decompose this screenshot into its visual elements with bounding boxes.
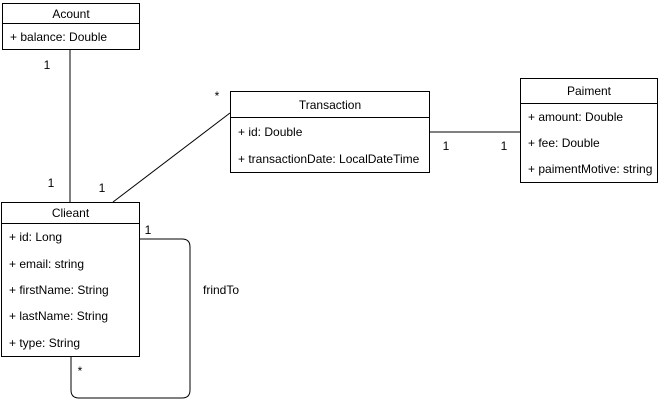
class-paiment-title: Paiment bbox=[521, 79, 657, 104]
class-clieant-attribute: + firstName: String bbox=[9, 283, 109, 298]
class-transaction-attribute: + transactionDate: LocalDateTime bbox=[238, 151, 420, 166]
class-paiment-attributes: + amount: Double + fee: Double + paiment… bbox=[521, 104, 657, 182]
association-clieant-self-frindto-line[interactable] bbox=[70, 238, 191, 399]
class-clieant-attribute: + lastName: String bbox=[9, 309, 109, 324]
multiplicity-transaction-paiment-source: 1 bbox=[441, 139, 451, 153]
class-acount-attributes: + balance: Double bbox=[3, 24, 139, 49]
class-paiment-attribute: + paimentMotive: string bbox=[528, 162, 653, 176]
class-paiment-attribute: + fee: Double bbox=[528, 136, 600, 150]
class-clieant-attributes: + id: Long + email: string + firstName: … bbox=[2, 224, 139, 356]
class-acount-attribute: + balance: Double bbox=[10, 29, 108, 44]
multiplicity-clieant-transaction-target: * bbox=[213, 89, 221, 103]
class-acount-title: Acount bbox=[3, 4, 139, 24]
class-transaction-attribute: + id: Double bbox=[238, 124, 303, 139]
class-paiment[interactable]: Paiment + amount: Double + fee: Double +… bbox=[520, 78, 658, 183]
class-transaction-attributes: + id: Double + transactionDate: LocalDat… bbox=[231, 118, 429, 172]
class-clieant-attribute: + email: string bbox=[9, 256, 85, 271]
class-acount[interactable]: Acount + balance: Double bbox=[2, 3, 140, 50]
multiplicity-frindto-source: 1 bbox=[143, 223, 153, 237]
multiplicity-acount-end: 1 bbox=[42, 58, 52, 72]
class-clieant[interactable]: Clieant + id: Long + email: string + fir… bbox=[1, 202, 140, 357]
association-label-frindto: frindTo bbox=[201, 283, 241, 297]
class-transaction[interactable]: Transaction + id: Double + transactionDa… bbox=[230, 91, 430, 173]
class-clieant-attribute: + type: String bbox=[9, 335, 81, 350]
multiplicity-clieant-end: 1 bbox=[46, 176, 56, 190]
multiplicity-transaction-paiment-target: 1 bbox=[499, 139, 509, 153]
association-clieant-transaction-line[interactable] bbox=[112, 112, 231, 203]
class-paiment-attribute: + amount: Double bbox=[528, 110, 624, 124]
multiplicity-frindto-target: * bbox=[76, 364, 84, 378]
class-clieant-attribute: + id: Long bbox=[9, 230, 63, 245]
multiplicity-clieant-transaction-source: 1 bbox=[97, 181, 107, 195]
class-clieant-title: Clieant bbox=[2, 203, 139, 224]
class-transaction-title: Transaction bbox=[231, 92, 429, 118]
